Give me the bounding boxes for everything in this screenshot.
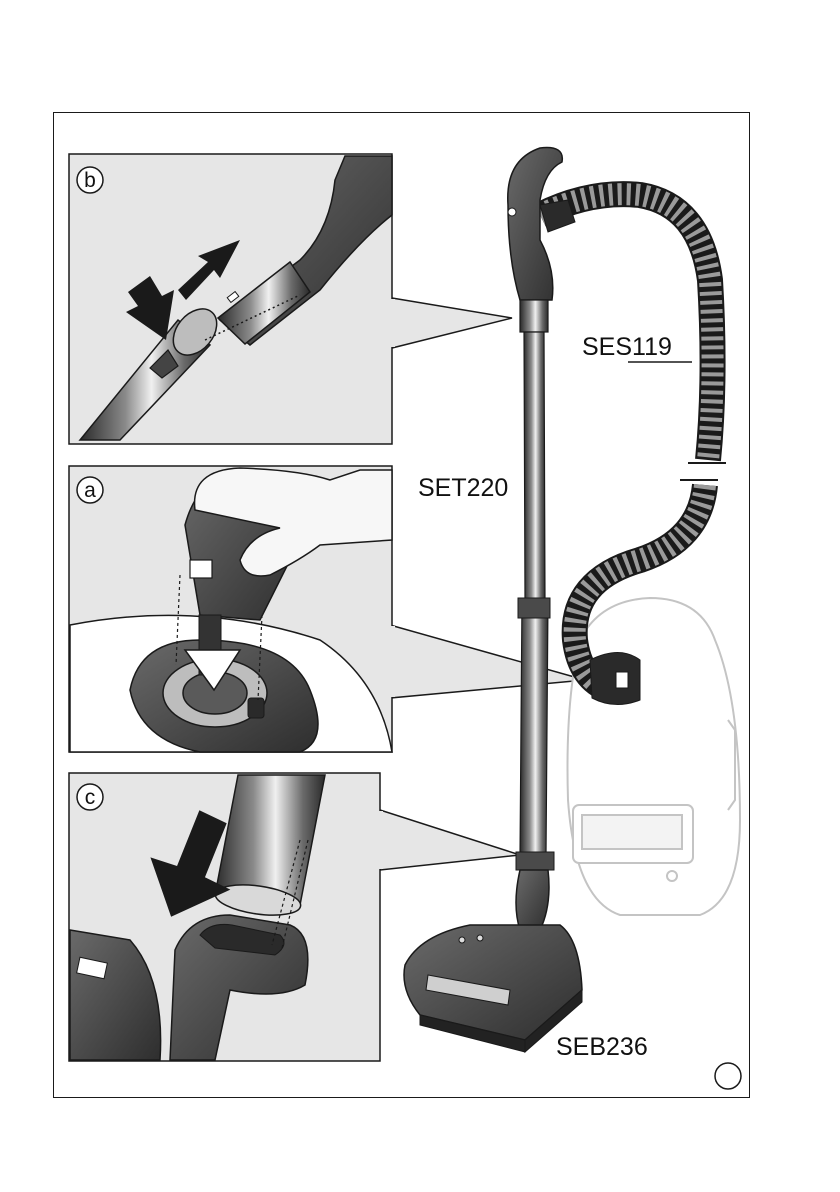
vacuum-cleaner-outline xyxy=(568,598,741,915)
panel-c-label: c xyxy=(85,786,96,809)
tube-label: SET220 xyxy=(418,474,508,502)
hose-label: SES119 xyxy=(582,333,672,361)
panel-b-callout xyxy=(392,298,512,348)
handle xyxy=(508,148,575,332)
panel-a-callout xyxy=(390,625,585,698)
floorhead xyxy=(404,870,582,1052)
floorhead-label: SEB236 xyxy=(556,1033,648,1061)
panel-c-callout xyxy=(380,810,520,870)
panel-b: b xyxy=(69,154,512,444)
panel-b-label: b xyxy=(84,169,96,192)
telescopic-tube xyxy=(516,332,554,870)
corner-marker xyxy=(715,1063,741,1089)
panel-a: a xyxy=(69,466,585,752)
panel-a-label: a xyxy=(84,479,96,502)
